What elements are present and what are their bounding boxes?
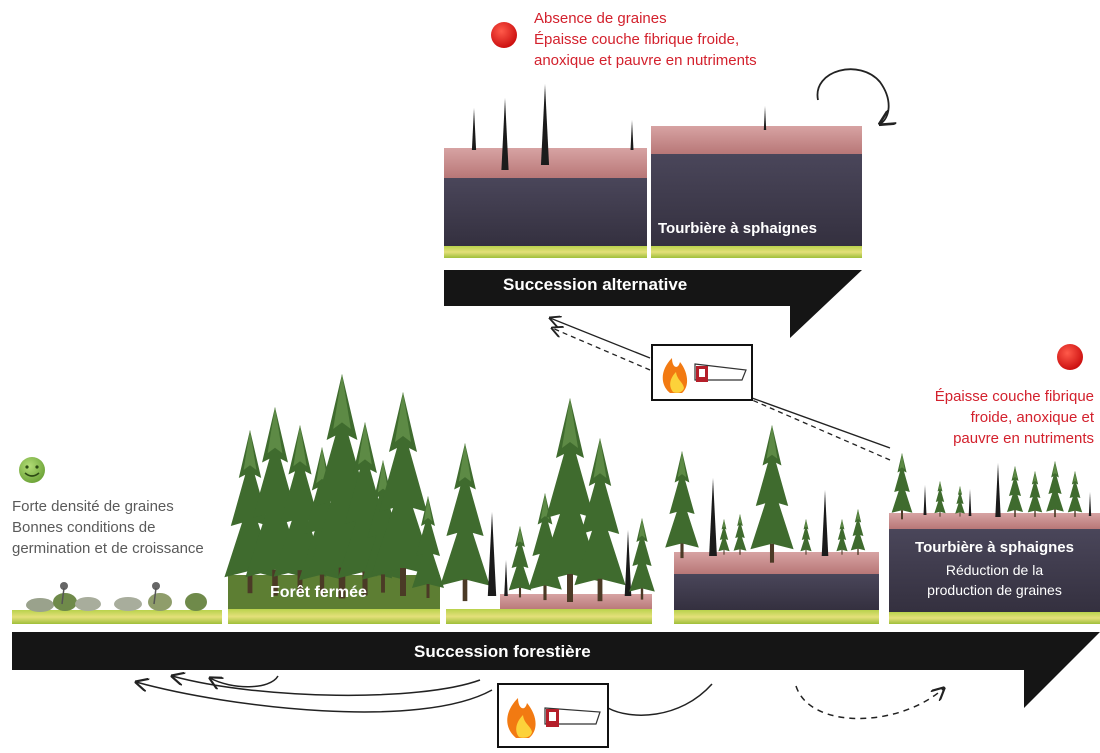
stage-open-forest <box>440 398 655 624</box>
alternative-succession-panel <box>444 22 889 338</box>
forest-succession-panel <box>12 344 1100 708</box>
solid-arrow-to-alternative <box>550 318 651 359</box>
fire-icon <box>662 358 688 393</box>
alternative-arrow-label: Succession alternative <box>503 275 688 294</box>
peat-block-left <box>444 84 647 258</box>
warning-line: Épaisse couche fibrique <box>934 388 1094 405</box>
good-line: Bonnes conditions de <box>12 519 156 536</box>
good-line: germination et de croissance <box>12 540 204 557</box>
closed-forest-label: Forêt fermée <box>270 584 367 601</box>
alternative-arrow-band <box>444 270 862 338</box>
warning-line: pauvre en nutriments <box>953 430 1094 447</box>
alternative-warning-text: Absence de graines Épaisse couche fibriq… <box>534 8 757 71</box>
stage-peatland <box>889 453 1100 624</box>
self-loop-arrow <box>816 68 888 124</box>
solid-arrow-line <box>751 397 891 449</box>
stage-peat-forming <box>665 425 879 624</box>
forest-warning-text: Épaisse couche fibrique froide, anoxique… <box>904 386 1094 449</box>
stage-closed-forest <box>224 374 444 624</box>
disturbance-box-upper <box>651 344 753 401</box>
forest-peat-subtext: Réduction de la production de graines <box>889 560 1100 600</box>
saw-icon <box>544 707 601 727</box>
dashed-arrow-to-alternative <box>552 328 651 371</box>
red-circle-icon <box>491 22 517 48</box>
good-line: Forte densité de graines <box>12 498 174 515</box>
stage-seedlings <box>12 582 222 624</box>
forest-arrow-band <box>12 632 1100 708</box>
smiley-face-icon <box>19 457 45 483</box>
saw-icon <box>694 363 747 382</box>
peat-sub-line: Réduction de la <box>945 562 1044 578</box>
peat-block-right <box>651 106 862 258</box>
peat-sub-line: production de graines <box>927 582 1062 598</box>
warning-line: Épaisse couche fibrique froide, <box>534 31 740 48</box>
alternative-peat-label: Tourbière à sphaignes <box>658 220 817 237</box>
return-arrows <box>136 676 944 720</box>
forest-arrow-label: Succession forestière <box>414 642 591 661</box>
disturbance-box-lower <box>497 683 609 748</box>
red-circle-icon <box>1057 344 1083 370</box>
dashed-arrow-line <box>751 399 891 461</box>
good-conditions-text: Forte densité de graines Bonnes conditio… <box>12 496 204 559</box>
warning-line: anoxique et pauvre en nutriments <box>534 52 757 69</box>
warning-line: froide, anoxique et <box>970 409 1094 426</box>
fire-icon <box>507 698 536 738</box>
forest-peat-label: Tourbière à sphaignes <box>915 539 1074 556</box>
warning-line: Absence de graines <box>534 10 667 27</box>
